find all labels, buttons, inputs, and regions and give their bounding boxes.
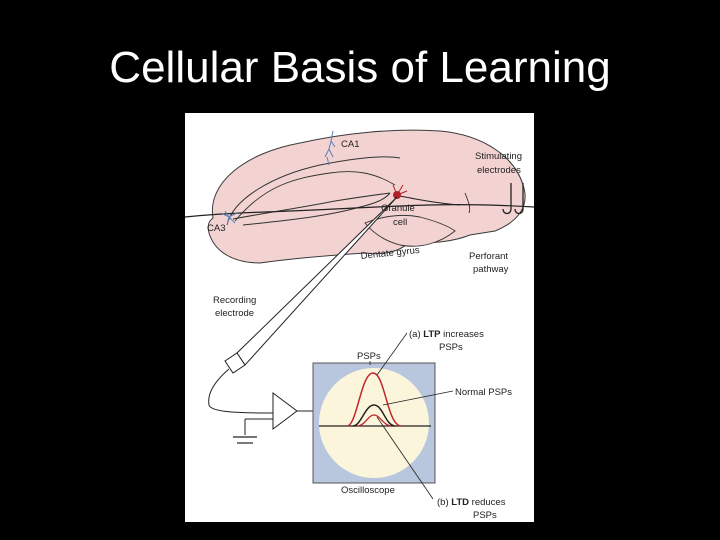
recording-wire [208,368,276,414]
perforant-pathway-line [185,204,534,218]
amplifier-icon [272,392,298,430]
dentate-gyrus-body [364,214,456,247]
recording-electrode-label-2: electrode [215,308,254,319]
ltd-pointer [376,416,434,500]
psps-label: PSPs [357,351,381,362]
oscilloscope-screen [319,368,429,478]
ltp-pointer [376,332,408,376]
mossy-fiber-line [232,192,391,220]
oscilloscope-label: Oscilloscope [341,485,395,496]
ltp-label: (a) LTP increases [409,329,484,340]
ltp-label-line2: PSPs [439,342,463,353]
normal-psps-label: Normal PSPs [455,387,512,398]
ltd-label-line2: PSPs [473,510,497,521]
recording-electrode-shaft [224,352,246,374]
perforant-pathway-label-2: pathway [473,264,509,275]
perforant-pathway-label-1: Perforant [469,251,508,262]
ltp-trace [346,372,402,427]
stimulating-electrodes-label-2: electrodes [477,165,521,176]
normal-psp-trace [352,404,396,427]
ca3-label: CA3 [207,223,225,234]
granule-cell-dendrite [392,184,408,196]
ca1-label: CA1 [341,139,359,150]
ltd-label: (b) LTD reduces [437,497,506,508]
granule-cell-label-1: Granule [381,203,415,214]
ca-pathway-curve [234,171,396,222]
ca3-neuron-icon [220,210,238,226]
slide-title: Cellular Basis of Learning [109,43,611,92]
recording-electrode-label-1: Recording [213,295,256,306]
stimulating-electrodes-label-1: Stimulating [475,151,522,162]
amplifier-wire [244,410,315,435]
hippocampal-fold [226,156,401,226]
ground-icon [233,436,257,444]
perforant-pathway-pointer [464,192,471,214]
ltd-trace [356,414,392,427]
granule-cell-label-2: cell [393,217,407,228]
stimulating-electrodes-icon [502,183,524,215]
normal-psp-pointer [382,390,454,406]
hippocampus-ltp-figure: CA1 CA3 Stimulating electrodes Granule c… [185,113,534,522]
ca1-neuron-icon [324,130,336,166]
